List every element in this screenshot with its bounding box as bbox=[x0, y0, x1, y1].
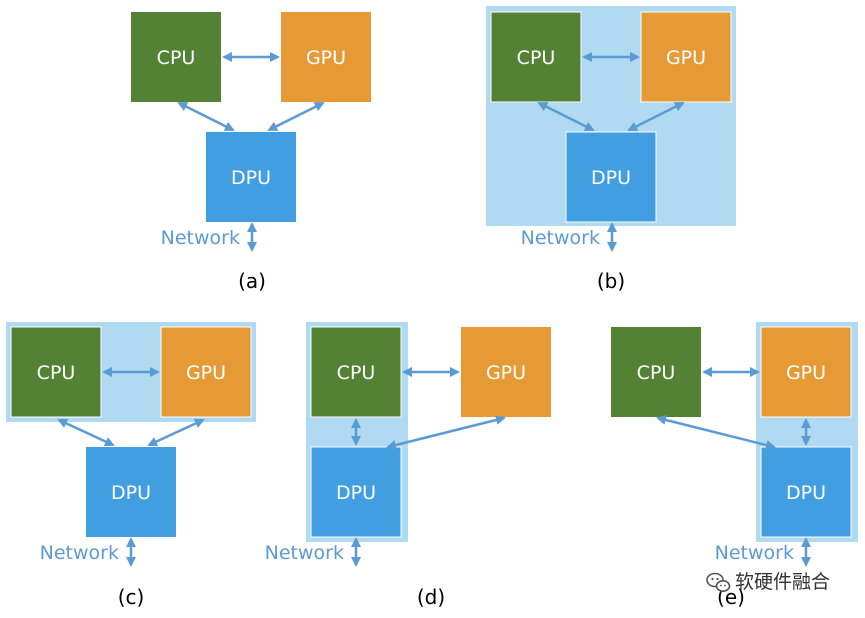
gpu-dpu-arrow bbox=[386, 415, 506, 450]
watermark-text: 软硬件融合 bbox=[735, 571, 830, 593]
dpu-label: DPU bbox=[591, 167, 631, 189]
dpu-box bbox=[206, 132, 296, 222]
dpu-label: DPU bbox=[231, 167, 271, 189]
gpu-label: GPU bbox=[666, 47, 706, 69]
watermark: 软硬件融合 bbox=[706, 571, 830, 593]
cpu-label: CPU bbox=[157, 47, 196, 69]
caption-d: (d) bbox=[417, 585, 445, 609]
caption-c: (c) bbox=[118, 585, 145, 609]
network-label: Network bbox=[40, 542, 119, 564]
caption-b: (b) bbox=[597, 269, 625, 293]
dpu-label: DPU bbox=[111, 482, 151, 504]
panel-a: CPU GPU DPU Network (a) bbox=[131, 12, 371, 293]
gpu-box bbox=[160, 326, 252, 418]
network-label: Network bbox=[265, 542, 344, 564]
gpu-label: GPU bbox=[186, 362, 226, 384]
gpu-box bbox=[281, 12, 371, 102]
cpu-box bbox=[611, 327, 701, 417]
cpu-label: CPU bbox=[517, 47, 556, 69]
cpu-dpu-arrow bbox=[177, 101, 235, 132]
network-label: Network bbox=[161, 227, 240, 249]
gpu-box bbox=[760, 326, 852, 418]
gpu-label: GPU bbox=[486, 362, 526, 384]
gpu-box bbox=[461, 327, 551, 417]
panel-d: CPU GPU DPU Network (d) bbox=[265, 322, 551, 609]
network-label: Network bbox=[715, 542, 794, 564]
dpu-label: DPU bbox=[336, 482, 376, 504]
gpu-dpu-arrow bbox=[627, 101, 685, 132]
dpu-box bbox=[310, 446, 402, 538]
dpu-box bbox=[565, 131, 657, 223]
cpu-box bbox=[10, 326, 102, 418]
cpu-dpu-arrow bbox=[537, 101, 595, 132]
panel-e: CPU GPU DPU Network (e) bbox=[611, 322, 858, 609]
gpu-dpu-arrow bbox=[267, 101, 325, 132]
dpu-box bbox=[760, 446, 852, 538]
cpu-box bbox=[131, 12, 221, 102]
dpu-label: DPU bbox=[786, 482, 826, 504]
gpu-label: GPU bbox=[306, 47, 346, 69]
gpu-dpu-arrow bbox=[147, 418, 205, 447]
cpu-dpu-arrow bbox=[656, 415, 776, 450]
panel-b: CPU GPU DPU Network (b) bbox=[486, 6, 736, 293]
gpu-box bbox=[640, 11, 732, 103]
network-label: Network bbox=[521, 227, 600, 249]
cpu-dpu-arrow bbox=[57, 418, 115, 447]
cpu-label: CPU bbox=[337, 362, 376, 384]
cpu-box bbox=[310, 326, 402, 418]
cpu-label: CPU bbox=[637, 362, 676, 384]
gpu-label: GPU bbox=[786, 362, 826, 384]
caption-a: (a) bbox=[238, 269, 266, 293]
wechat-icon bbox=[706, 572, 731, 592]
cpu-label: CPU bbox=[37, 362, 76, 384]
dpu-box bbox=[86, 447, 176, 537]
panel-c: CPU GPU DPU Network (c) bbox=[6, 322, 256, 609]
cpu-box bbox=[490, 11, 582, 103]
